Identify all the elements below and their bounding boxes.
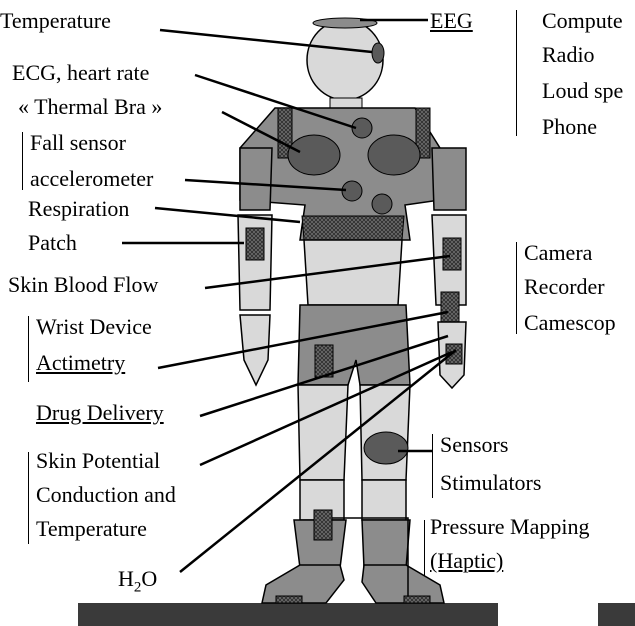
label-stimulators: Stimulators [440, 470, 541, 496]
extra-sensor [372, 194, 392, 214]
ankle-patch [314, 510, 332, 540]
right-sole-sensor [404, 596, 430, 603]
label-recorder: Recorder [524, 274, 605, 300]
left-sole-sensor [276, 596, 302, 603]
left-thigh [298, 385, 348, 480]
wrist-device [441, 292, 459, 322]
respiration-patch [302, 216, 404, 240]
label-radio: Radio [542, 42, 595, 68]
neck [330, 98, 362, 108]
right-shin [362, 480, 406, 520]
thermal-bra-left [288, 135, 340, 175]
label-ecg: ECG, heart rate [12, 60, 149, 86]
label-temperature-2: Temperature [36, 516, 147, 542]
group-bracket-camera [516, 242, 517, 334]
leader-respiration [155, 208, 300, 222]
label-h2o: H2O [118, 566, 157, 600]
group-bracket-communication [516, 10, 517, 136]
temperature-sensor [372, 43, 384, 63]
head-outline [307, 20, 383, 100]
label-skin-potential: Skin Potential [36, 448, 160, 474]
label-sensors: Sensors [440, 432, 508, 458]
group-bracket-sensors [432, 434, 433, 498]
right-upper-arm [432, 148, 466, 210]
label-conduction: Conduction and [36, 482, 176, 508]
group-bracket-pressure [424, 520, 425, 576]
label-computer: Compute [542, 8, 623, 34]
group-bracket-skin-potential [28, 452, 29, 544]
label-respiration: Respiration [28, 196, 129, 222]
label-haptic: (Haptic) [430, 548, 503, 574]
label-camescope: Camescop [524, 310, 616, 336]
label-temperature: Temperature [0, 8, 111, 34]
floor-bar [78, 603, 498, 626]
label-fall-sensor: Fall sensor [30, 130, 126, 156]
h2o-tail: O [141, 566, 157, 591]
label-actimetry: Actimetry [36, 350, 125, 376]
label-wrist-device: Wrist Device [36, 314, 152, 340]
right-sock [362, 520, 410, 568]
label-accelerometer: accelerometer [30, 166, 153, 192]
left-arm-patch [246, 228, 264, 260]
label-thermal-bra: « Thermal Bra » [18, 94, 162, 120]
skin-blood-flow-patch [443, 238, 461, 270]
label-pressure-mapping: Pressure Mapping [430, 514, 589, 540]
label-skin-blood-flow: Skin Blood Flow [8, 272, 158, 298]
label-drug-delivery: Drug Delivery [36, 400, 164, 426]
thermal-bra-right [368, 135, 420, 175]
label-camera: Camera [524, 240, 592, 266]
label-eeg: EEG [430, 8, 473, 34]
h2o-base: H [118, 566, 134, 591]
label-patch: Patch [28, 230, 77, 256]
drug-delivery-patch [315, 345, 333, 377]
knee-sensor [364, 432, 408, 464]
label-phone: Phone [542, 114, 597, 140]
group-bracket-fall [22, 132, 23, 190]
left-foot [262, 565, 344, 603]
group-bracket-wrist [28, 316, 29, 382]
left-upper-arm [240, 148, 272, 210]
floor-bar-right [598, 603, 635, 626]
label-loud-speaker: Loud spe [542, 78, 623, 104]
